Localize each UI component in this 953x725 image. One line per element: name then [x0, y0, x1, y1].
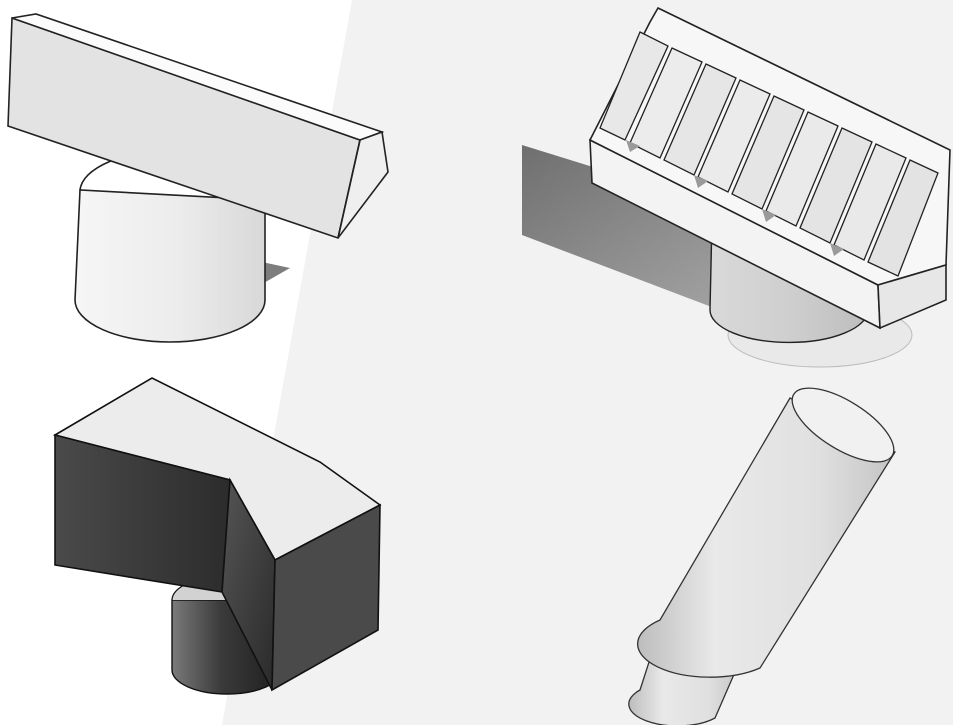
tr-rib: [765, 111, 839, 227]
br-large-cylinder-body: [637, 397, 896, 678]
panel-top-left: [7, 13, 389, 343]
tr-prism-end: [877, 263, 947, 330]
panel-top-right: [522, 6, 951, 368]
tr-rib-shadow: [762, 209, 776, 222]
tl-shadow: [262, 262, 290, 284]
tl-prism-edge: [337, 139, 361, 239]
tr-rib: [867, 159, 939, 277]
tr-ribs: [599, 31, 939, 277]
tr-rib: [629, 47, 703, 159]
tl-cylinder-body: [74, 189, 266, 343]
tr-rib-shadow: [694, 175, 708, 188]
tr-rib: [599, 31, 669, 141]
tr-rib-shadow: [830, 243, 844, 256]
tr-rib-shadow: [626, 140, 640, 152]
panel-bottom-right: [628, 387, 896, 725]
tr-rib: [833, 143, 907, 261]
tr-rib: [697, 79, 771, 193]
br-cylinder-top-cap: [791, 387, 895, 463]
bl-block-right-face: [271, 503, 381, 692]
tr-rib-shadows: [626, 140, 844, 256]
panel-bottom-left: [52, 377, 382, 695]
